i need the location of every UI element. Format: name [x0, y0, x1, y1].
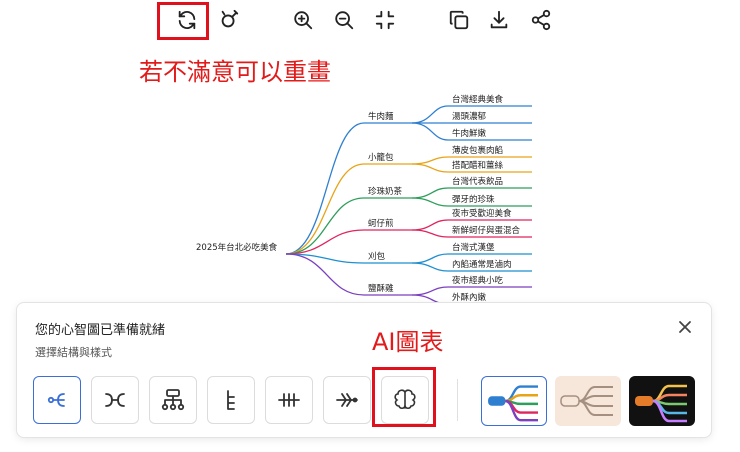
mindmap-leaf-node[interactable]: 內餡通常是滷肉 [452, 259, 512, 270]
mindmap-leaf-link [411, 219, 449, 231]
mindmap-leaf-link [411, 156, 449, 165]
mindmap-branch-node[interactable]: 珍珠奶茶 [368, 186, 403, 197]
zoom-out-button[interactable] [329, 5, 359, 35]
layout-timeline-button[interactable] [265, 376, 313, 424]
layout-org-chart-button[interactable] [149, 376, 197, 424]
layout-right-icon [47, 393, 65, 407]
layout-panel: 您的心智圖已準備就緒 選擇結構與樣式 [16, 302, 712, 438]
download-icon [490, 10, 508, 29]
layout-both-sides-icon [105, 393, 125, 407]
panel-subtitle: 選擇結構與樣式 [35, 346, 112, 359]
mindmap-root-node[interactable]: 2025年台北必吃美食 [196, 242, 278, 253]
layout-tree-button[interactable] [207, 376, 255, 424]
zoom-in-button[interactable] [288, 5, 318, 35]
layout-tree-icon [227, 390, 235, 410]
mindmap-leaf-node[interactable]: 台灣代表飲品 [452, 176, 503, 187]
mindmap-leaf-node[interactable]: 新鮮蚵仔與蛋混合 [452, 225, 521, 236]
copy-icon [449, 10, 469, 30]
ai-chart-annotation: AI圖表 [372, 328, 444, 356]
mindmap-branch-node[interactable]: 小籠包 [368, 152, 394, 163]
theme-colorful-button[interactable] [481, 376, 547, 426]
layout-fishbone-button[interactable] [323, 376, 371, 424]
zoom-out-icon [335, 11, 354, 30]
fit-screen-button[interactable] [370, 5, 400, 35]
style-icon [221, 9, 239, 28]
mindmap-leaf-node[interactable]: 外酥內嫩 [452, 292, 487, 303]
theme-beige-preview-icon [560, 386, 613, 416]
layout-both-sides-button[interactable] [91, 376, 139, 424]
share-icon [531, 9, 551, 31]
mindmap-leaf-link [411, 105, 449, 124]
fit-screen-icon [375, 10, 395, 30]
layout-timeline-icon [278, 393, 300, 407]
theme-colorful-preview-icon [488, 385, 538, 422]
theme-dark-button[interactable] [629, 376, 695, 426]
download-button[interactable] [484, 5, 514, 35]
mindmap-branch-link [285, 197, 365, 255]
mindmap-leaf-link [411, 286, 449, 296]
mindmap-leaf-node[interactable]: 夜市受歡迎美食 [452, 208, 512, 219]
refresh-button[interactable] [172, 5, 202, 35]
mindmap-leaf-node[interactable]: 彈牙的珍珠 [452, 194, 495, 205]
panel-title: 您的心智圖已準備就緒 [35, 323, 166, 338]
mindmap-leaf-link [411, 262, 449, 272]
panel-divider [457, 379, 458, 421]
mindmap-branch-link [285, 229, 365, 255]
mindmap-leaf-node[interactable]: 搭配醋和薑絲 [452, 160, 504, 171]
copy-button[interactable] [444, 5, 474, 35]
mindmap-leaf-node[interactable]: 薄皮包裹肉餡 [452, 145, 503, 156]
mindmap-leaf-link [411, 163, 449, 173]
mindmap-leaf-node[interactable]: 夜市經典小吃 [452, 275, 504, 286]
redraw-hint-annotation: 若不滿意可以重畫 [139, 58, 331, 86]
mindmap-leaf-link [411, 122, 449, 141]
theme-dark-preview-icon [635, 384, 687, 423]
close-button[interactable] [675, 317, 695, 337]
style-button[interactable] [214, 5, 244, 35]
mindmap-branch-link [285, 253, 365, 296]
close-icon [679, 321, 691, 333]
mindmap-leaf-link [411, 229, 449, 238]
mindmap-leaf-link [411, 294, 444, 303]
mindmap-branch-link [285, 122, 365, 255]
layout-fishbone-icon [336, 393, 358, 407]
mindmap-links [285, 105, 532, 303]
layout-right-button[interactable] [33, 376, 81, 424]
mindmap-leaf-node[interactable]: 台灣經典美食 [452, 94, 504, 105]
mindmap-leaf-link [411, 253, 449, 264]
mindmap-branch-node[interactable]: 蚵仔煎 [368, 218, 394, 229]
share-button[interactable] [526, 5, 556, 35]
refresh-icon [178, 10, 196, 30]
zoom-in-icon [294, 11, 313, 30]
mindmap-branch-link [285, 253, 365, 264]
ai-chart-highlight-box [372, 367, 436, 427]
mindmap-leaf-link [411, 187, 449, 199]
mindmap-branch-node[interactable]: 牛肉麵 [368, 111, 394, 122]
mindmap-branch-node[interactable]: 刈包 [368, 251, 386, 262]
mindmap-leaf-node[interactable]: 湯頭濃郁 [452, 111, 487, 122]
mindmap-branch-link [285, 163, 365, 255]
theme-beige-button[interactable] [555, 376, 621, 426]
refresh-highlight-box [157, 2, 209, 40]
layout-ai-chart-button[interactable] [381, 376, 429, 424]
mindmap-leaf-node[interactable]: 台灣式漢堡 [452, 242, 495, 253]
mindmap-branch-node[interactable]: 鹽酥雞 [368, 283, 394, 294]
ai-chart-icon [394, 389, 416, 410]
mindmap-leaf-node[interactable]: 牛肉鮮嫩 [452, 128, 487, 139]
layout-org-chart-icon [161, 389, 185, 411]
mindmap-leaf-link [411, 197, 449, 207]
